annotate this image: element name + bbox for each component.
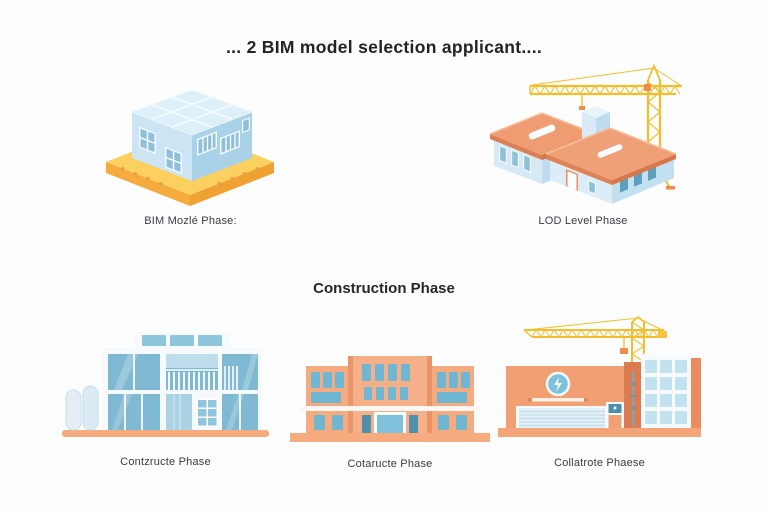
page-title: ... 2 BIM model selection applicant.... xyxy=(225,37,543,57)
lod-level-figure: LOD Level Phase xyxy=(478,56,688,227)
ground-strip xyxy=(62,430,269,437)
entrance-door xyxy=(166,394,192,430)
cotaructe-figure: Cotaructe Phase xyxy=(290,330,490,470)
left-face-windows xyxy=(139,126,182,175)
collatrote-caption: Collatrote Phaese xyxy=(554,457,645,469)
glass-facade-building-icon xyxy=(62,332,269,437)
ledge-band xyxy=(300,406,480,411)
roof-grid xyxy=(151,96,233,128)
construction-phase-heading: Construction Phase xyxy=(313,280,455,297)
salmon-office-building-icon xyxy=(290,356,490,442)
cotaructe-caption: Cotaructe Phase xyxy=(347,458,433,470)
bim-model-caption: BIM Mozlé Phase: xyxy=(144,215,237,227)
tower-crane-icon xyxy=(529,63,682,190)
door xyxy=(567,171,577,191)
right-face-windows xyxy=(197,117,250,157)
bolt-glyph xyxy=(554,377,562,392)
collatrote-figure: Collatrote Phaese xyxy=(492,314,707,469)
constructe-figure: Contzructe Phase xyxy=(58,326,273,468)
roof-vent xyxy=(597,144,623,158)
isometric-building-on-platform-icon xyxy=(106,89,274,206)
salmon-building xyxy=(300,356,480,433)
base-strip xyxy=(290,433,490,442)
right-slab xyxy=(691,358,701,430)
roof-crane-icon xyxy=(523,315,667,364)
constructe-caption: Contzructe Phase xyxy=(120,456,211,468)
lower-floor xyxy=(314,412,467,433)
window-tower xyxy=(641,354,693,430)
buildings-with-tower-crane-icon xyxy=(489,63,682,204)
tree-icon xyxy=(65,385,99,431)
front-building xyxy=(545,127,677,204)
garage-building-with-crane-icon xyxy=(498,315,701,437)
main-door xyxy=(377,415,403,433)
roof-vent xyxy=(528,124,556,140)
garage-building xyxy=(506,366,624,430)
upper-windows xyxy=(311,364,470,403)
bim-building-block xyxy=(130,89,254,181)
bim-model-figure: BIM Mozlé Phase: xyxy=(88,66,293,227)
lod-level-caption: LOD Level Phase xyxy=(538,215,628,227)
side-door xyxy=(608,415,622,428)
balcony-railing xyxy=(168,372,215,390)
glass-building xyxy=(102,332,262,430)
base-strip xyxy=(498,428,701,437)
